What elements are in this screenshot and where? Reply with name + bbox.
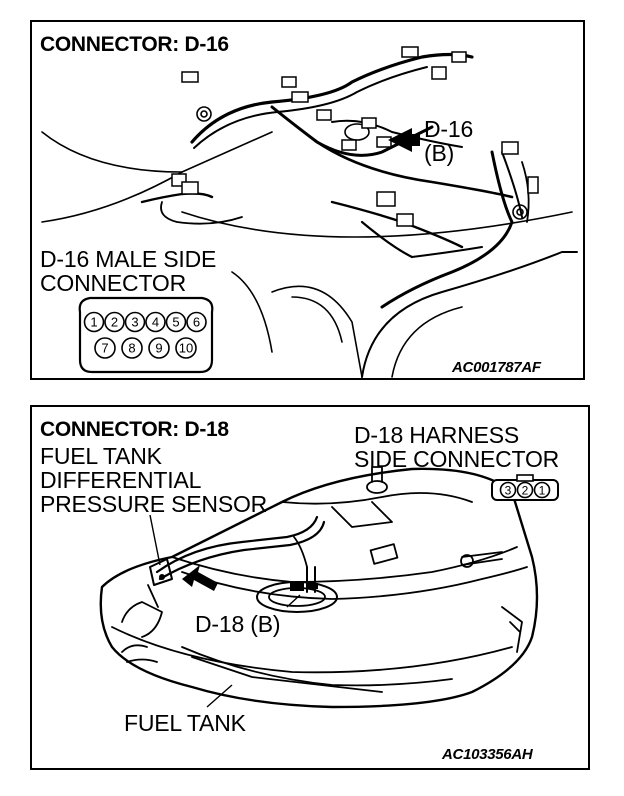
harness-label-line2: SIDE CONNECTOR [354, 446, 560, 472]
d16-pin-circle [121, 337, 143, 359]
d16-harness-illustration [41, 46, 578, 378]
d16-pin-label: 3 [131, 315, 138, 330]
d16-figure-code: AC001787AF [452, 359, 541, 376]
d16-pin-label: 4 [152, 315, 159, 330]
d16-pointer-label-line1: D-16 [424, 116, 474, 142]
d16-pin-circle [145, 311, 166, 333]
d18-title: CONNECTOR: D-18 [40, 418, 229, 441]
d18-pin-circle [499, 481, 517, 499]
d16-pin-label: 5 [172, 315, 179, 330]
d16-pin-circle [165, 311, 187, 333]
harness-label-line1: D-18 HARNESS [354, 422, 520, 448]
d18-pointer-label: D-18 (B) [195, 611, 281, 637]
d18-pin-label: 3 [505, 483, 512, 497]
d16-pin-circle [124, 311, 146, 333]
d16-pin-circle [83, 311, 105, 333]
d18-figure-code: AC103356AH [442, 746, 533, 763]
d18-pointer-arrow [182, 565, 218, 591]
d16-pin-label: 7 [101, 341, 108, 356]
d16-pin-circle [94, 337, 116, 359]
connector-d16-panel: CONNECTOR: D-16 D-16 (B) D-16 MALE SIDE … [30, 20, 585, 380]
sensor-label-line3: PRESSURE SENSOR [40, 491, 268, 517]
d16-pin-label: 9 [155, 341, 162, 356]
d16-pin-label: 1 [90, 315, 97, 330]
d18-pin-label: 1 [539, 483, 546, 497]
d16-connector-caption-line2: CONNECTOR [40, 270, 187, 296]
d16-pointer-arrow [388, 128, 420, 152]
sensor-label-line1: FUEL TANK [40, 443, 162, 469]
sensor-leader-line [149, 514, 161, 566]
d16-pin-circle [104, 311, 125, 333]
d16-pin-label: 10 [179, 341, 193, 356]
fuel-tank-illustration [99, 466, 539, 709]
d16-pin-label: 8 [128, 341, 135, 356]
d16-pin-circle [186, 311, 207, 333]
d16-pin-circle [148, 337, 170, 359]
d16-pin-circle [175, 337, 197, 359]
d18-pin-circle [516, 481, 534, 499]
d18-label-leader-line [286, 594, 301, 608]
d18-pin-label: 2 [522, 483, 529, 497]
d16-pin-label: 6 [193, 315, 200, 330]
d16-pin-label: 2 [111, 315, 118, 330]
tank-leader-line [206, 684, 233, 708]
sensor-label-line2: DIFFERENTIAL [40, 467, 202, 493]
d16-title: CONNECTOR: D-16 [40, 33, 229, 56]
d16-pointer-label-line2: (B) [424, 140, 455, 166]
fuel-tank-label: FUEL TANK [124, 710, 246, 736]
d18-pin-circle [533, 481, 551, 499]
d16-connector-caption-line1: D-16 MALE SIDE [40, 246, 217, 272]
connector-d18-panel: CONNECTOR: D-18 FUEL TANK DIFFERENTIAL P… [30, 405, 590, 770]
